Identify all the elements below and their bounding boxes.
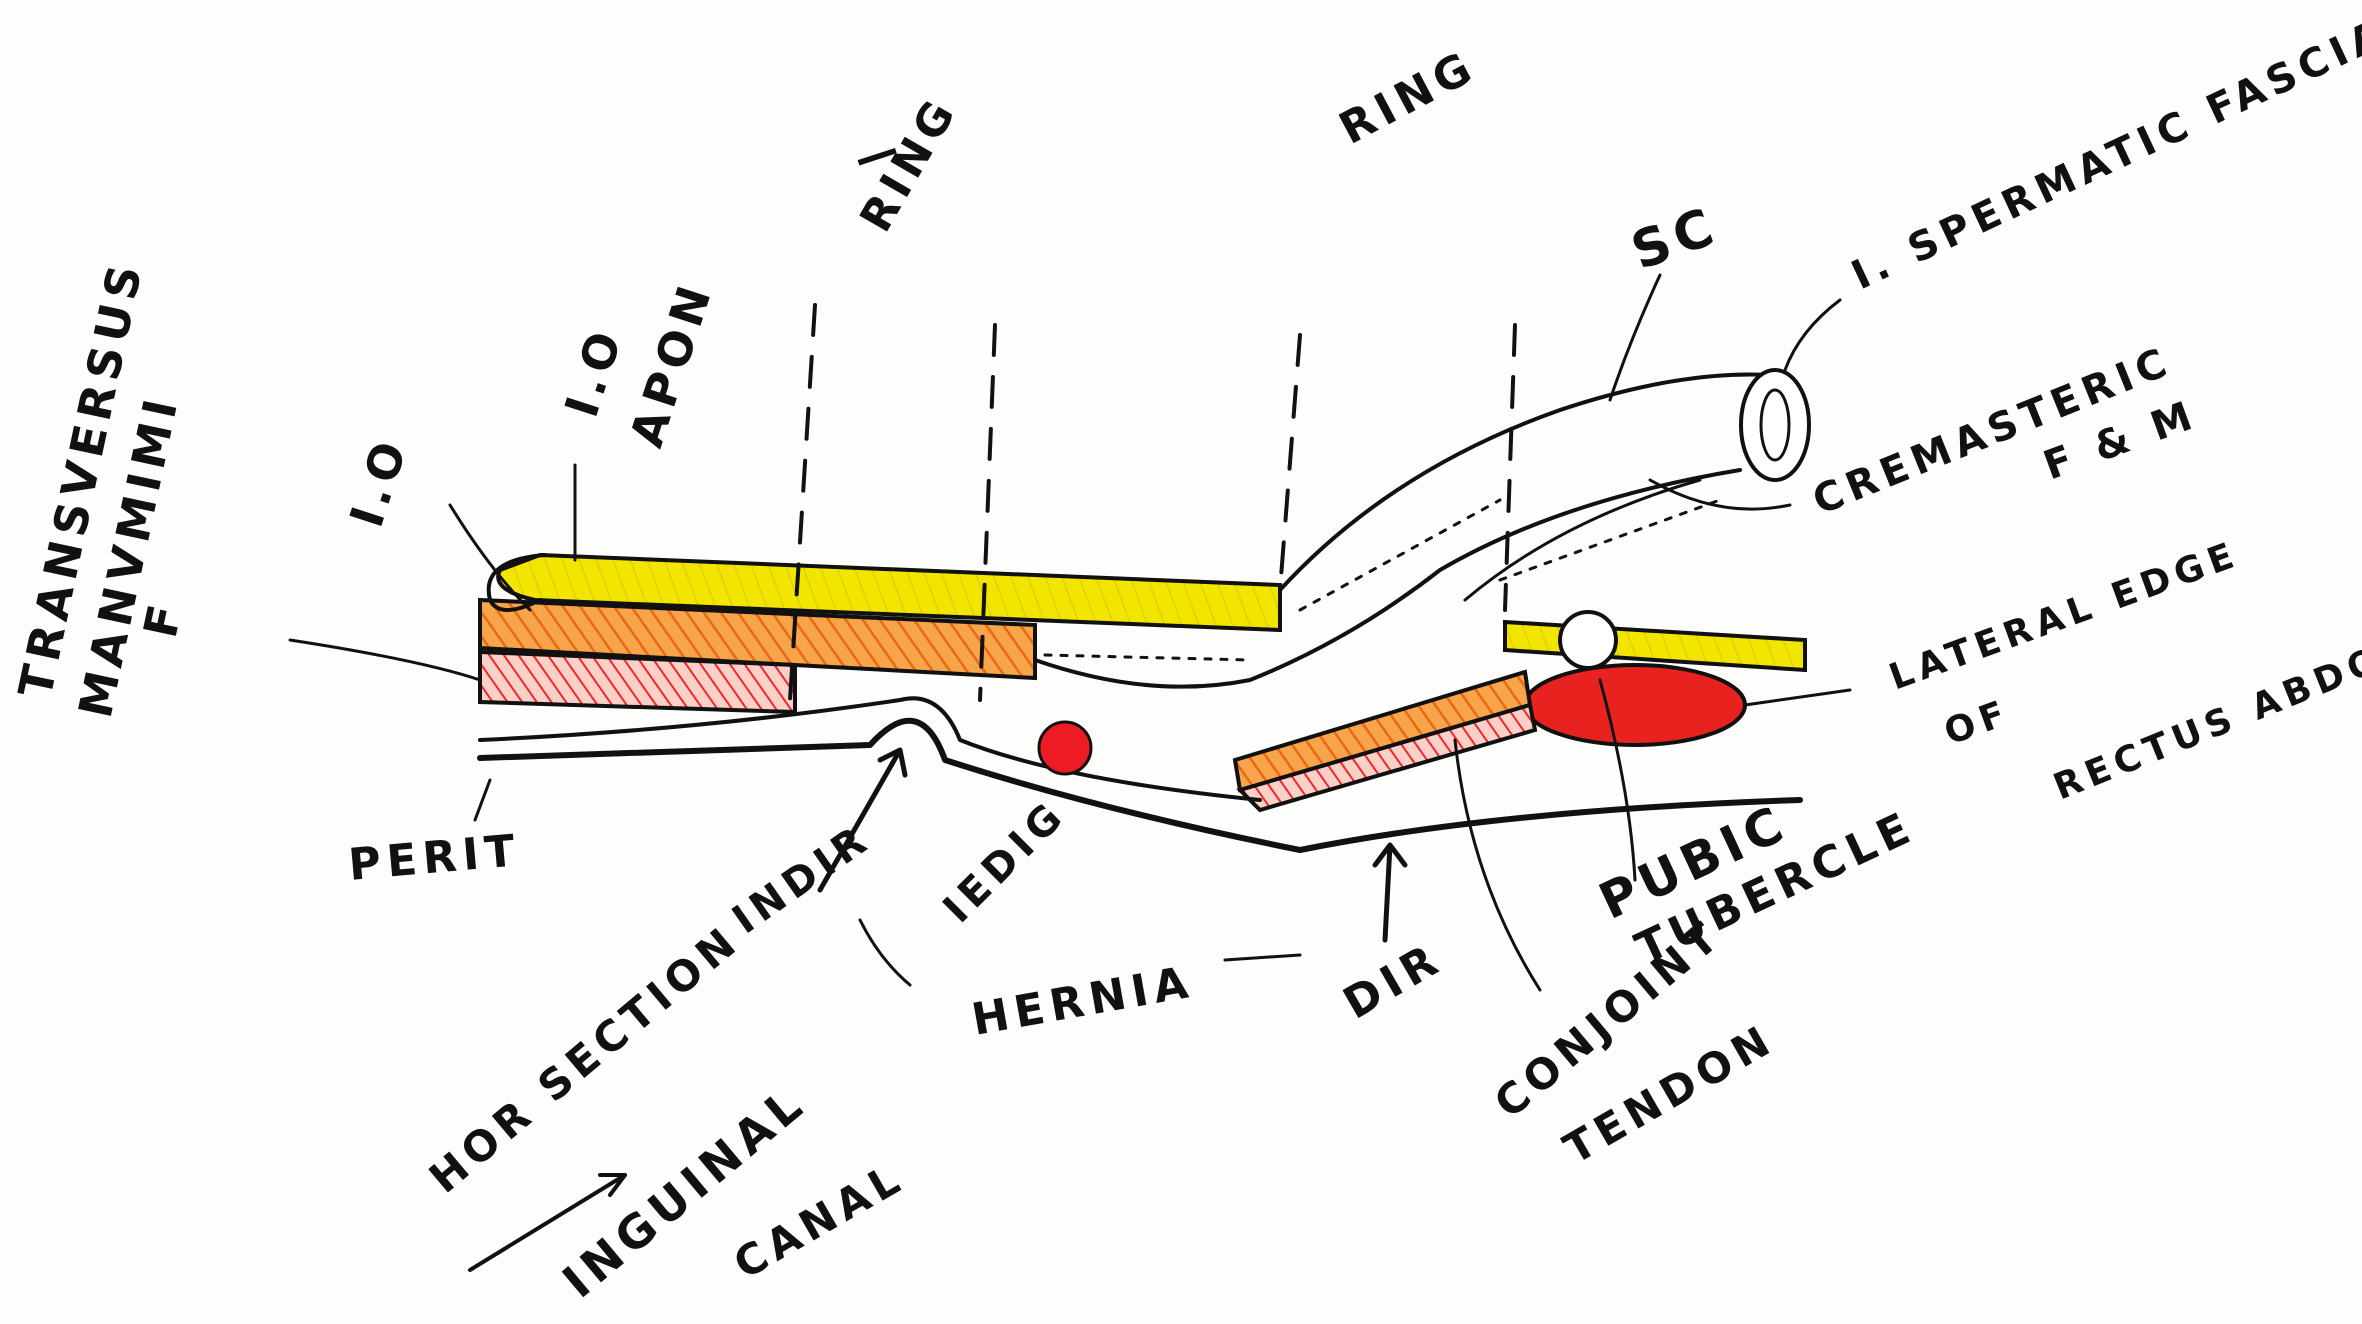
label-dir: DIR [1335,933,1451,1030]
superficial-aponeurosis-right [1505,622,1805,670]
leader-perit [475,780,490,820]
leader-spermatic-fascia [1785,300,1840,370]
pubic-tubercle [1560,612,1616,668]
leader-transversus [290,640,480,680]
label-sc: SC [1624,196,1727,282]
leader-rectus [1745,690,1850,705]
leader-sc [1610,275,1660,400]
label-io: I.O [339,429,419,533]
label-hernia: HERNIA [968,957,1197,1046]
leader-conjoint [1455,740,1540,990]
inferior-epigastric-vessel [1039,722,1091,774]
rectus-abdominis-lateral [1525,665,1745,745]
label-io-apon-1: I.O [554,319,634,423]
label-title-2: INGUINAL [552,1075,816,1309]
label-perit: PERIT [347,825,523,891]
label-transversus-3: F [133,594,194,642]
label-lateral-edge-1: LATERAL EDGE [1884,534,2245,699]
label-spermatic-fascia: I. SPERMATIC FASCIA [1845,10,2362,299]
label-io-apon-2: APON [619,274,723,453]
leader-hernia-right [1225,955,1300,960]
spermatic-cord-end-outer [1741,370,1809,480]
direct-hernia-arrow [1375,845,1405,940]
leader-hernia-left [860,920,910,985]
superficial-ring-dash-left [1280,335,1300,590]
transversalis-fascia [480,698,1260,800]
label-indir: INDIR [724,815,879,943]
label-lateral-edge-2: OF [1939,692,2016,754]
label-title-3: CANAL [726,1152,913,1288]
label-superficial-ring: RING [1331,41,1485,155]
label-iedig: IEDIG [935,791,1076,932]
